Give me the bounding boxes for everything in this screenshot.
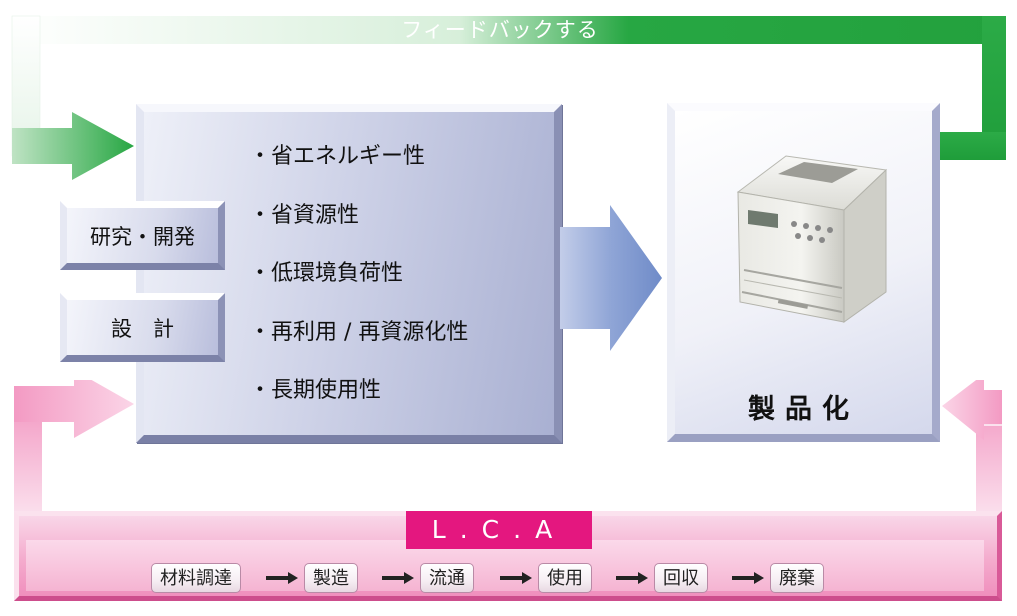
lca-step: 材料調達 [151,563,241,593]
lca-title: L.C.A [406,511,592,549]
research-development-box: 研究・開発 [60,201,225,270]
feature-item: ・再利用 / 再資源化性 [249,319,469,345]
lca-step: 廃棄 [770,563,824,593]
lca-step: 使用 [538,563,592,593]
feature-item: ・低環境負荷性 [249,261,404,286]
lca-step: 製造 [304,563,358,593]
step-arrow-icon [382,572,414,584]
design-box: 設 計 [60,293,225,362]
printer-image [736,155,888,323]
step-arrow-icon [732,572,764,584]
features-box [136,104,562,443]
feature-list: ・省エネルギー性 ・省資源性 ・低環境負荷性 ・再利用 / 再資源化性 ・長期使… [249,138,468,431]
feature-item: ・長期使用性 [249,378,382,403]
step-arrow-icon [616,572,648,584]
flow-arrow [560,205,662,351]
feedback-loop-arrow [11,15,1006,180]
feature-item: ・省資源性 [249,202,360,228]
lca-loop-arrows [14,380,1002,520]
step-arrow-icon [266,572,298,584]
lca-step: 回収 [654,563,708,593]
lca-step: 流通 [420,563,474,593]
feedback-label: フィードバックする [401,18,599,42]
step-arrow-icon [500,572,532,584]
design-label: 設 計 [111,316,174,341]
product-label: 製品化 [748,394,859,425]
feature-item: ・省エネルギー性 [249,144,426,169]
research-development-label: 研究・開発 [90,224,195,249]
